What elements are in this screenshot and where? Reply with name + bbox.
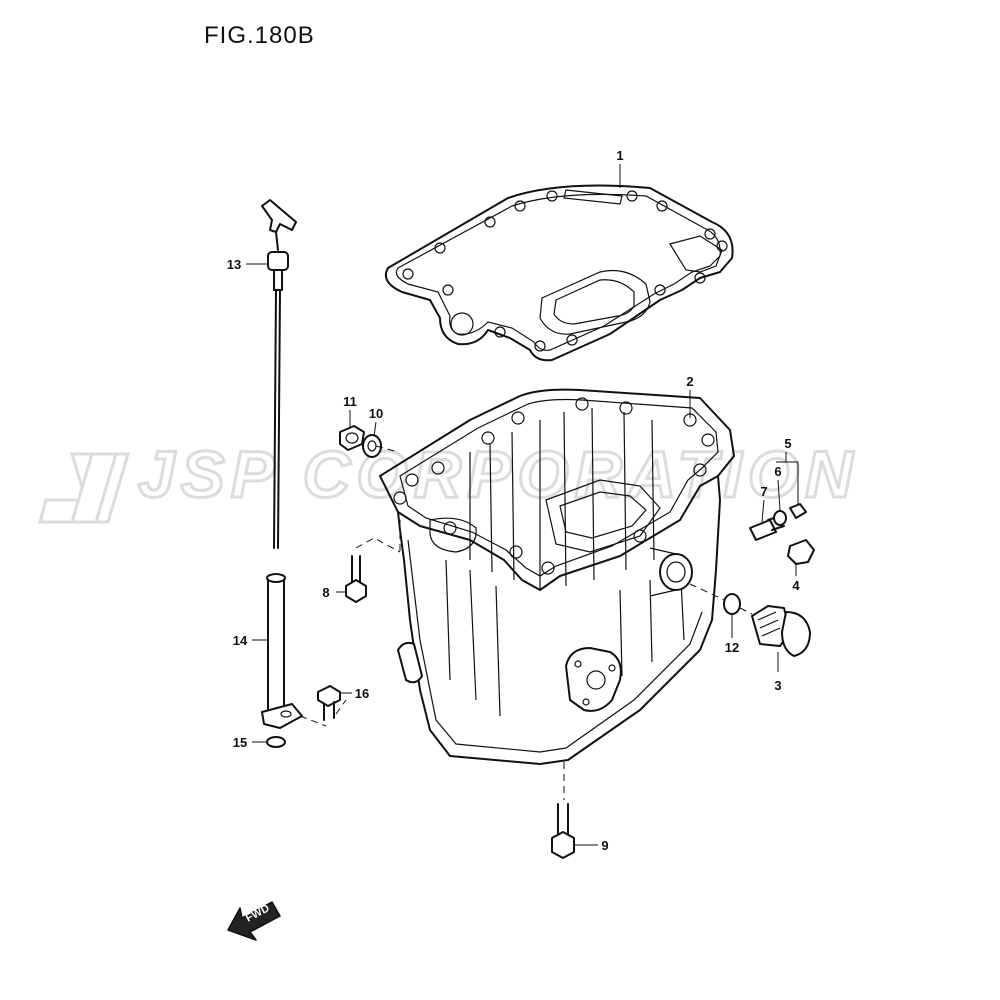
callout-8: 8 <box>322 585 329 600</box>
callout-9: 9 <box>601 838 608 853</box>
callout-6: 6 <box>774 464 781 479</box>
callout-3: 3 <box>774 678 781 693</box>
callout-10: 10 <box>369 406 383 421</box>
part-3-drain-plug <box>751 605 811 657</box>
callout-12: 12 <box>725 640 739 655</box>
part-2-oil-pan <box>379 388 735 765</box>
part-5-plug <box>789 503 807 519</box>
fwd-arrow-icon <box>227 901 281 941</box>
fwd-direction-marker: FWD <box>227 901 281 941</box>
callout-13: 13 <box>227 257 241 272</box>
part-11-plug <box>339 425 365 451</box>
callout-14: 14 <box>233 633 248 648</box>
watermark-logo-stripe <box>69 452 119 524</box>
assembly-dash-lines <box>299 445 753 800</box>
part-12-o-ring <box>723 593 741 615</box>
callout-labels: 1 2 3 4 5 6 7 8 9 10 11 12 13 14 15 16 <box>227 148 801 853</box>
leader-lines <box>246 164 799 846</box>
part-15-o-ring <box>266 736 286 748</box>
part-6-washer <box>773 510 787 526</box>
callout-15: 15 <box>233 735 247 750</box>
part-10-washer <box>362 434 382 458</box>
part-14-dipstick-guide <box>261 573 303 729</box>
callout-2: 2 <box>686 374 693 389</box>
part-1-gasket <box>384 184 734 362</box>
part-7-fitting <box>749 515 785 541</box>
part-16-bolt <box>317 685 341 721</box>
part-8-bolt <box>345 555 367 603</box>
callout-5: 5 <box>784 436 791 451</box>
figure-title: FIG.180B <box>204 22 315 49</box>
part-4-cap <box>787 539 815 565</box>
callout-16: 16 <box>355 686 369 701</box>
callout-11: 11 <box>343 394 357 409</box>
watermark-text: JSP CORPORATION <box>138 437 859 511</box>
part-13-dipstick <box>261 199 297 549</box>
watermark: JSP CORPORATION <box>38 436 859 524</box>
callout-4: 4 <box>792 578 800 593</box>
part-9-bolt <box>551 803 575 859</box>
callout-7: 7 <box>760 484 767 499</box>
callout-1: 1 <box>616 148 623 163</box>
